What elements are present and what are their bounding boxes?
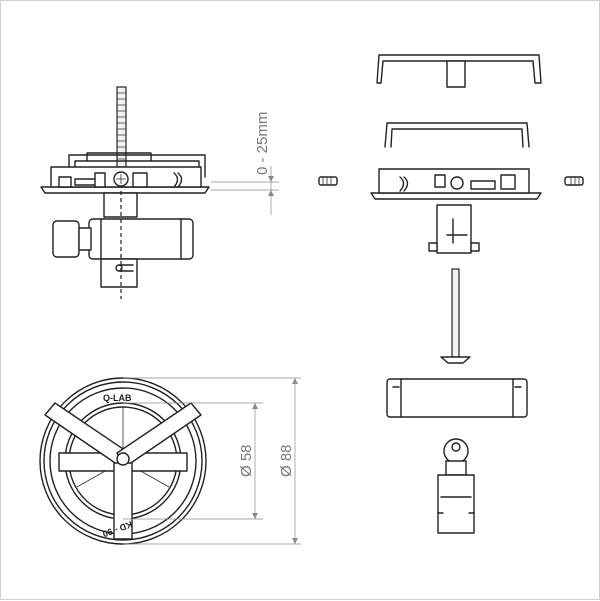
brand-marking: Q-LAB [103,393,132,403]
clamp-knob [52,220,80,258]
handle-post [446,60,466,88]
exploded-clamp [386,378,528,418]
inner-diameter-label: Ø 58 [238,444,255,477]
exploded-adapter [436,204,472,254]
mount-plate [40,186,210,194]
exploded-frame [384,122,530,148]
arm-right [116,402,202,468]
knob-body [437,474,475,534]
screw-left [318,176,338,186]
outer-diameter-label: Ø 88 [278,444,295,477]
clamp-wheel [88,218,194,260]
knob-neck [445,460,467,476]
stem-block [100,258,138,288]
screw-right [564,176,584,186]
height-range-label: 0 - 25mm [254,112,271,175]
diameter-dimensions: Ø 58 Ø 88 [123,377,301,545]
bolt-head [440,356,471,364]
center-screw [116,452,130,466]
long-bolt [451,268,460,358]
side-view-assembly [40,86,210,299]
height-dimension: 0 - 25mm [211,112,279,215]
exploded-view [318,54,584,534]
exploded-plate [370,192,542,200]
